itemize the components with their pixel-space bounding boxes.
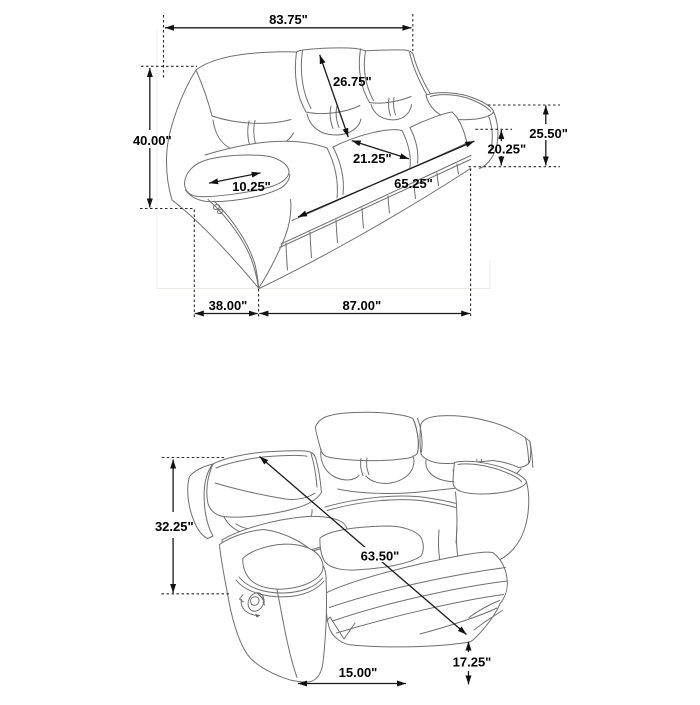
svg-text:25.50": 25.50"	[529, 126, 568, 141]
svg-text:10.25": 10.25"	[232, 179, 271, 194]
svg-text:83.75": 83.75"	[269, 12, 308, 27]
svg-text:65.25": 65.25"	[394, 176, 433, 191]
svg-text:32.25": 32.25"	[155, 519, 194, 534]
svg-text:20.25": 20.25"	[487, 142, 526, 157]
svg-text:17.25": 17.25"	[453, 655, 492, 670]
svg-text:26.75": 26.75"	[333, 74, 372, 89]
svg-text:63.50": 63.50"	[361, 549, 400, 564]
svg-text:21.25": 21.25"	[353, 151, 392, 166]
svg-text:87.00": 87.00"	[342, 298, 381, 313]
svg-text:15.00": 15.00"	[339, 665, 378, 680]
svg-text:38.00": 38.00"	[209, 298, 248, 313]
svg-text:40.00": 40.00"	[133, 133, 172, 148]
